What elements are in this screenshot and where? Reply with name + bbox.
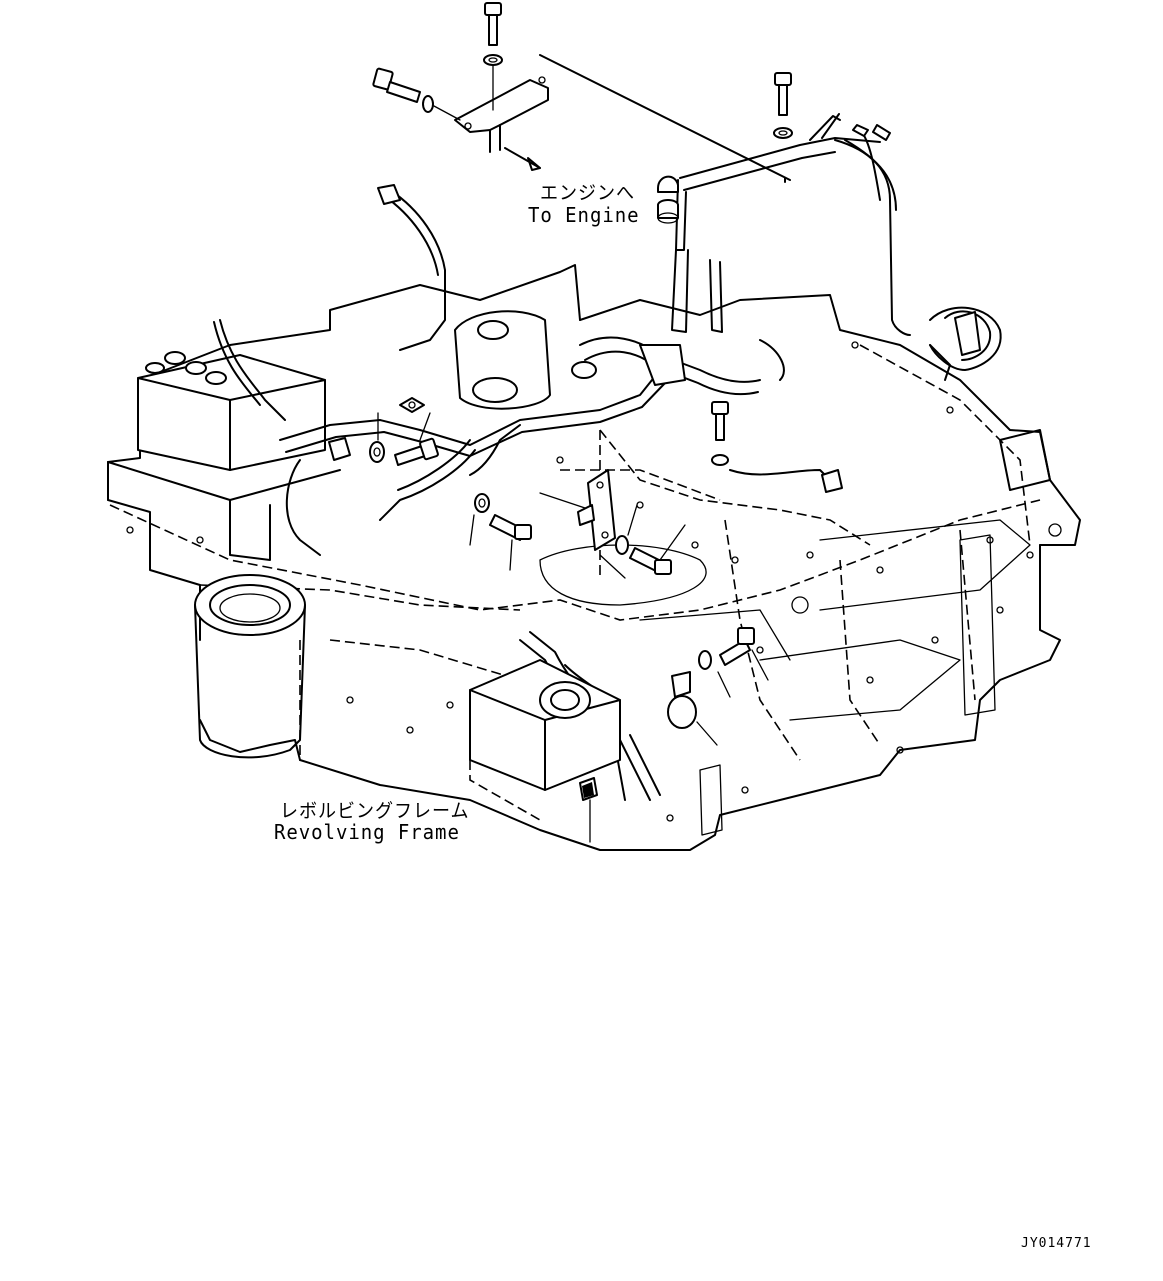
horn	[667, 671, 697, 729]
swing-cylinder	[194, 574, 306, 759]
bolt-left-bracket	[372, 67, 461, 121]
bolt-top	[483, 2, 503, 111]
bolt-right	[711, 401, 729, 466]
drawing-code: JY014771	[1021, 1236, 1092, 1251]
center-joint	[454, 310, 551, 410]
battery-box	[107, 351, 341, 561]
mounting-plate	[577, 469, 616, 551]
rubber-mounts	[657, 175, 679, 224]
leader-lines	[377, 147, 769, 843]
revolving-frame	[107, 264, 1081, 851]
revolving-frame-label-jp: レボルビングフレーム	[280, 800, 470, 822]
to-engine-label-en: To Engine	[528, 203, 640, 227]
bolt-lower-right	[698, 627, 755, 670]
bolt-center-2	[474, 493, 532, 541]
small-parts	[328, 397, 425, 461]
engine-bracket	[454, 54, 791, 183]
revolving-frame-label-en: Revolving Frame	[274, 820, 460, 844]
bolt-center-3	[615, 535, 672, 575]
hydraulic-tank	[469, 659, 621, 791]
to-engine-label-jp: エンジンへ	[540, 182, 636, 204]
connector-lower	[579, 777, 598, 801]
bolt-center-1	[369, 437, 439, 466]
bolt-top-right	[773, 72, 793, 139]
